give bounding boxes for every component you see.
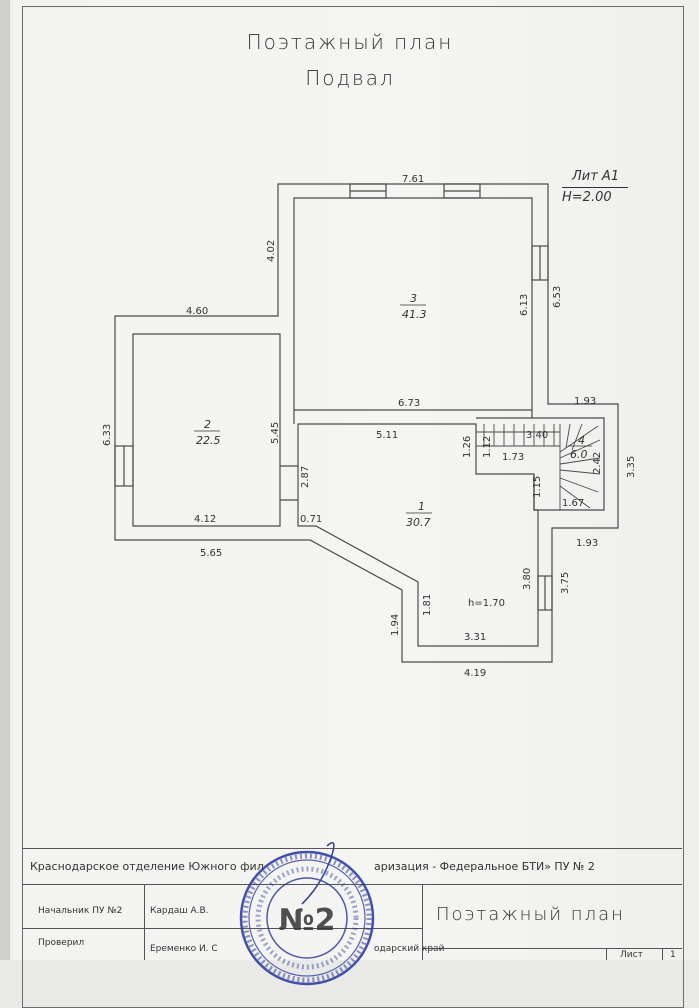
region: одарский край xyxy=(374,944,445,954)
org-name: Краснодарское отделение Южного фил xyxy=(30,860,264,873)
room-1-area: 30.7 xyxy=(406,516,431,529)
dim-label: 6.33 xyxy=(102,424,113,446)
dim-label: 1.12 xyxy=(482,436,493,458)
dim-label: 4.12 xyxy=(194,514,216,525)
tb-rule xyxy=(22,884,682,885)
dim-label: 5.65 xyxy=(200,548,222,559)
dim-label: 1.93 xyxy=(576,538,598,549)
lit-label-block: Лит А1 Н=2.00 xyxy=(562,168,632,207)
dim-label: 1.81 xyxy=(422,594,433,616)
chief-role: Начальник ПУ №2 xyxy=(38,906,123,916)
room-3-number: 3 xyxy=(410,292,417,305)
dim-label: 5.45 xyxy=(270,422,281,444)
tb-rule xyxy=(422,884,423,960)
checked-role: Проверил xyxy=(38,938,85,948)
tb-rule xyxy=(22,848,682,849)
dim-label: 1.73 xyxy=(502,452,524,463)
title-block: Краснодарское отделение Южного фил ариза… xyxy=(22,848,682,960)
dim-label: 1.94 xyxy=(390,614,401,636)
room-2-number: 2 xyxy=(204,418,211,431)
dim-label: 6.73 xyxy=(398,398,420,409)
room-1-height-note: h=1.70 xyxy=(468,598,505,609)
stairs xyxy=(476,423,601,510)
dim-label: 4.19 xyxy=(464,668,486,679)
dim-label: 3.40 xyxy=(526,430,548,441)
dim-label: 6.13 xyxy=(519,294,530,316)
checked-name: Еременко И. С xyxy=(150,944,218,954)
drawing-title: Поэтажный план xyxy=(436,904,625,925)
room-3-area: 41.3 xyxy=(402,308,427,321)
room-4-area: 6.0 xyxy=(570,448,588,461)
chief-name: Кардаш А.В. xyxy=(150,906,209,916)
binding-edge xyxy=(0,0,10,960)
room-2-area: 22.5 xyxy=(196,434,221,447)
room-1-number: 1 xyxy=(418,500,425,513)
dim-label: 1.93 xyxy=(574,396,596,407)
org-name-tail: аризация - Федеральное БТИ» ПУ № 2 xyxy=(374,860,595,873)
dim-label: 3.80 xyxy=(522,568,533,590)
dim-label: 1.67 xyxy=(562,498,584,509)
dim-label: 7.61 xyxy=(402,174,424,185)
dim-label: 3.31 xyxy=(464,632,486,643)
room-4-number: 4 xyxy=(578,434,585,447)
tb-rule xyxy=(144,884,145,960)
floor-plan: 7.61 4.02 6.13 6.53 4.60 6.33 5.45 4.12 … xyxy=(102,174,637,679)
dim-label: 0.71 xyxy=(300,514,322,525)
tb-rule xyxy=(662,948,663,960)
dim-label: 5.11 xyxy=(376,430,398,441)
plan-subtitle: Подвал xyxy=(305,66,395,90)
dim-label: 3.35 xyxy=(626,456,637,478)
tb-rule xyxy=(606,948,607,960)
height-label: Н=2.00 xyxy=(562,190,612,205)
dim-label: 2.42 xyxy=(592,452,603,474)
outer-wall xyxy=(114,183,619,663)
lit-rule xyxy=(562,187,628,188)
dim-label: 1.26 xyxy=(462,436,473,458)
sheet-number: 1 xyxy=(670,950,676,960)
dim-label: 2.87 xyxy=(300,466,311,488)
dim-label: 1.15 xyxy=(532,476,543,498)
sheet-label: Лист xyxy=(620,950,643,960)
dim-label: 4.02 xyxy=(266,240,277,262)
plan-title: Поэтажный план xyxy=(246,30,454,54)
dim-label: 6.53 xyxy=(552,286,563,308)
tb-rule xyxy=(422,948,682,949)
room-4-wall xyxy=(476,417,605,511)
dim-label: 4.60 xyxy=(186,306,208,317)
round-seal: №2 xyxy=(239,842,375,986)
seal-center: №2 xyxy=(279,903,336,938)
tb-rule xyxy=(22,928,422,929)
dim-label: 3.75 xyxy=(560,572,571,594)
lit-label: Лит А1 xyxy=(572,169,620,184)
